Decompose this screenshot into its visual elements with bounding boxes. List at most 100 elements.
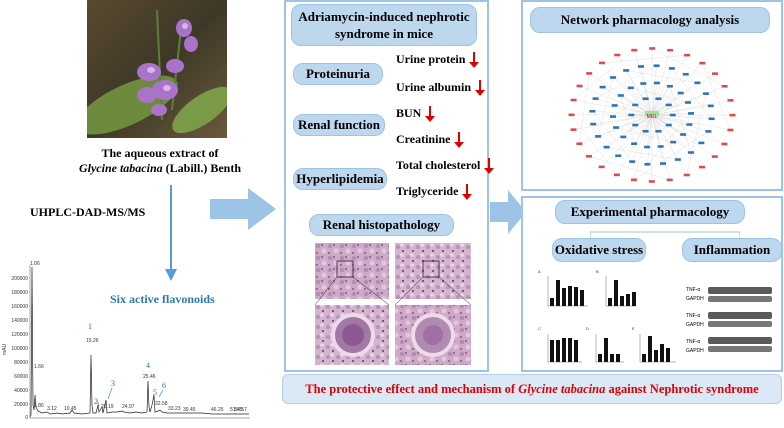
blot-label-gapdh-2: GAPDH xyxy=(686,322,704,328)
network-node xyxy=(590,122,597,126)
network-edge xyxy=(651,86,725,116)
network-edge xyxy=(651,114,725,145)
total-cholesterol-item: Total cholesterol xyxy=(396,158,495,175)
network-node xyxy=(614,53,621,57)
blot-label-tnf-1: TNF-α xyxy=(686,287,701,293)
network-node xyxy=(642,97,649,101)
network-node xyxy=(670,140,677,144)
peak-32.58: 32.58 xyxy=(155,401,168,407)
y-tick-200000: 200000 xyxy=(11,276,28,282)
network-node xyxy=(727,128,734,132)
network-edge xyxy=(618,114,653,156)
conclusion-species: Glycine tabacina xyxy=(518,381,606,396)
network-node xyxy=(721,84,728,88)
network-node xyxy=(660,162,667,165)
panel-letter-c: C xyxy=(538,326,541,331)
peak-10.45: 10.45 xyxy=(64,406,77,412)
extract-caption: The aqueous extract of Glycine tabacina … xyxy=(60,146,260,176)
network-node xyxy=(666,178,673,182)
chromatogram: 200000 180000 160000 140000 120000 10000… xyxy=(2,261,250,420)
network-edge xyxy=(597,77,614,137)
network-edge xyxy=(630,87,689,103)
network-node xyxy=(727,99,734,102)
triglyceride-item: Triglyceride xyxy=(396,184,473,201)
network-node xyxy=(682,72,689,76)
network-edge xyxy=(595,65,657,99)
network-node xyxy=(589,109,596,113)
blot-label-tnf-2: TNF-α xyxy=(686,313,701,319)
network-edge xyxy=(579,85,653,116)
down-arrow-red-icon xyxy=(454,132,465,149)
network-node xyxy=(668,67,675,70)
network-edge xyxy=(630,87,653,116)
conclusion-prefix: The protective effect and mechanism of xyxy=(305,381,519,396)
network-edge xyxy=(579,114,653,144)
network-edge xyxy=(617,54,653,116)
network-edge xyxy=(651,114,731,131)
triglyceride-label: Triglyceride xyxy=(396,184,459,198)
peak-25.46: 25.46 xyxy=(143,374,156,380)
y-axis-label: mAU xyxy=(2,344,8,356)
hyperlipidemia-pill: Hyperlipidemia xyxy=(293,168,387,190)
network-edge xyxy=(626,70,698,83)
y-tick-160000: 160000 xyxy=(11,304,28,310)
peak-33.23: 33.23 xyxy=(168,406,181,412)
network-edge xyxy=(651,65,657,116)
peak-1.06: 1.06 xyxy=(30,261,40,267)
oxidative-stress-pill: Oxidative stress xyxy=(552,238,646,262)
extract-line2: Glycine tabacina (Labill.) Benth xyxy=(60,161,260,176)
network-node xyxy=(667,48,674,52)
method-label: UHPLC-DAD-MS/MS xyxy=(30,205,146,219)
network-edge xyxy=(651,114,687,176)
network-node xyxy=(609,115,616,118)
network-edge xyxy=(593,114,653,125)
network-edge xyxy=(651,105,711,116)
network-node xyxy=(599,85,606,89)
network-node xyxy=(610,76,617,79)
peak-num-1: 1 xyxy=(88,322,92,331)
panel-letter-d: D xyxy=(586,326,589,331)
y-tick-40000: 40000 xyxy=(14,388,28,394)
network-node xyxy=(674,158,681,161)
network-center-node xyxy=(645,111,659,116)
down-arrow-red-icon xyxy=(462,184,473,201)
y-tick-60000: 60000 xyxy=(14,374,28,380)
connector-lines xyxy=(590,231,740,240)
network-node xyxy=(568,113,575,117)
down-arrow-icon xyxy=(165,185,177,281)
network-node xyxy=(683,173,690,177)
network-node xyxy=(631,48,638,52)
network-edge xyxy=(651,114,709,132)
network-edge xyxy=(647,113,692,165)
panel-letter-a: A xyxy=(538,269,541,274)
experimental-title: Experimental pharmacology xyxy=(555,200,745,224)
network-edge xyxy=(579,73,590,144)
peak-num-6: 6 xyxy=(162,381,166,390)
network-node xyxy=(570,98,577,102)
network-edge xyxy=(573,99,653,116)
network-title: Network pharmacology analysis xyxy=(530,7,770,33)
network-edge xyxy=(651,63,703,116)
peak-15.26: 15.26 xyxy=(86,338,99,344)
network-edge xyxy=(652,48,725,87)
network-node xyxy=(612,126,619,129)
model-title-text: Adriamycin-induced nephrotic syndrome in… xyxy=(298,9,470,41)
network-edge xyxy=(651,82,658,116)
peak-39.45: 39.45 xyxy=(183,407,196,413)
network-node xyxy=(699,165,706,169)
network-edge xyxy=(646,104,669,148)
down-arrow-red-icon xyxy=(469,52,480,69)
western-blots: TNF-α GAPDH TNF-α GAPDH TNF-α GAPDH xyxy=(686,286,780,366)
network-node xyxy=(642,129,649,133)
network-node xyxy=(630,178,637,182)
network-edge xyxy=(601,55,688,64)
network-edge xyxy=(671,68,712,119)
y-tick-120000: 120000 xyxy=(11,332,28,338)
network-node xyxy=(655,129,662,133)
network-node xyxy=(637,65,644,68)
peak-num-2: 2 xyxy=(94,397,98,406)
network-edge xyxy=(651,74,686,116)
network-edge xyxy=(651,82,698,116)
network-edge xyxy=(651,114,712,119)
network-node xyxy=(684,53,691,57)
